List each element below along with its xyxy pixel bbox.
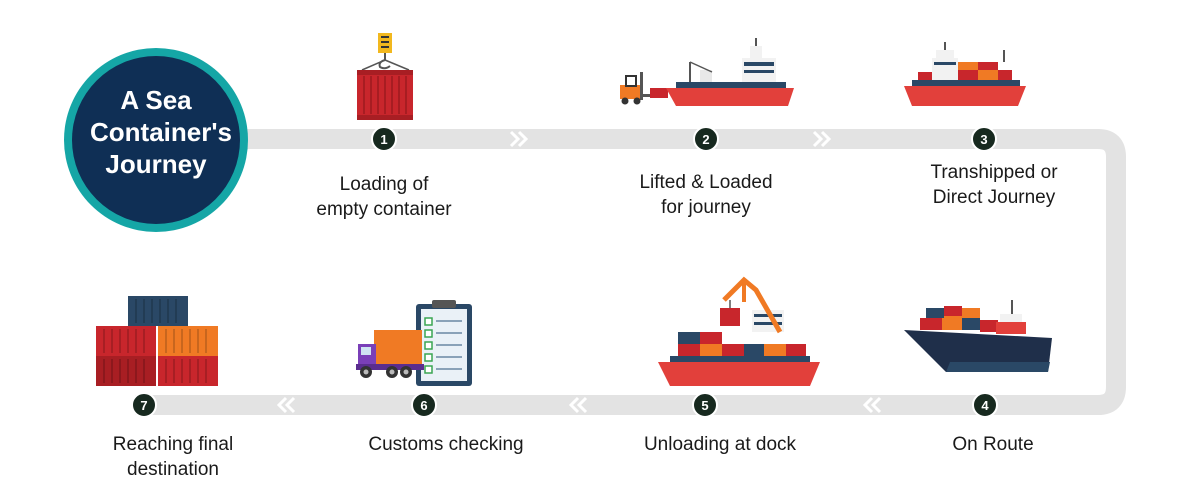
ship-sailing-icon [904,300,1052,372]
step-marker-6: 6 [411,392,437,418]
title-line-1: A Sea [120,85,192,115]
step-1-line-2: empty container [316,199,452,220]
title-line-3: Journey [105,149,207,179]
step-label-7: Reaching final destination [84,432,262,482]
step-label-6: Customs checking [336,432,556,457]
title-line-2: Container's [90,117,232,147]
chevron-arrows-bottom [276,396,882,414]
step-2-line-2: for journey [661,197,751,218]
step-number-5: 5 [701,398,708,413]
step-6-line-1: Customs checking [368,434,524,455]
crane-container-icon [357,33,413,120]
step-label-3: Transhipped or Direct Journey [894,160,1094,210]
step-4-line-1: On Route [952,434,1034,455]
step-number-3: 3 [980,132,987,147]
step-7-line-1: Reaching final [112,434,234,455]
step-marker-7: 7 [131,392,157,418]
step-2-line-1: Lifted & Loaded [639,172,773,193]
step-5-line-1: Unloading at dock [643,434,797,455]
journey-track [135,129,1126,415]
step-number-1: 1 [380,132,387,147]
step-marker-4: 4 [972,392,998,418]
diagram-title: A Sea Container's Journey [90,84,232,180]
forklift-ship-icon [620,38,794,106]
step-1-line-1: Loading of [339,174,429,195]
step-label-2: Lifted & Loaded for journey [616,170,796,220]
step-3-line-2: Direct Journey [932,187,1056,208]
step-label-1: Loading of empty container [294,172,474,222]
container-stack-icon [96,296,218,386]
step-3-line-1: Transhipped or [930,162,1058,183]
step-marker-3: 3 [971,126,997,152]
step-number-2: 2 [702,132,709,147]
step-number-7: 7 [140,398,147,413]
step-number-4: 4 [981,398,989,413]
step-label-4: On Route [900,432,1086,457]
step-marker-1: 1 [371,126,397,152]
ship-crane-icon [658,276,820,386]
step-7-line-2: destination [127,459,219,480]
truck-checklist-icon [356,300,472,386]
step-number-6: 6 [420,398,427,413]
step-label-5: Unloading at dock [610,432,830,457]
step-marker-2: 2 [693,126,719,152]
title-circle [64,48,248,232]
cargo-ship-icon [904,42,1026,106]
chevron-arrows-top [509,130,832,148]
step-marker-5: 5 [692,392,718,418]
